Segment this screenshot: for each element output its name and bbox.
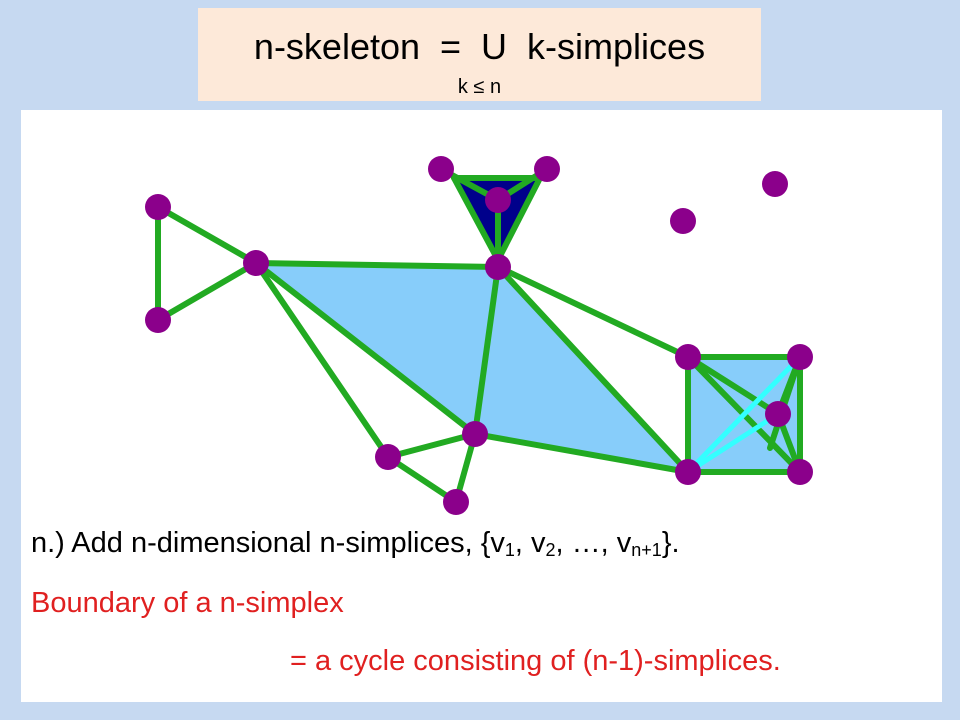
- title-box: n-skeleton = U k-simplices k ≤ n: [198, 8, 761, 101]
- vertex: [670, 208, 696, 234]
- edge: [253, 260, 501, 270]
- vertex: [675, 344, 701, 370]
- boundary-heading: Boundary of a n-simplex: [31, 587, 344, 619]
- vertex: [534, 156, 560, 182]
- vertex: [765, 401, 791, 427]
- edge: [767, 354, 803, 451]
- edge: [155, 260, 259, 323]
- subscript-n-plus-1: n+1: [631, 540, 662, 560]
- edge: [685, 354, 781, 417]
- edge: [385, 431, 478, 460]
- edge: [451, 175, 501, 263]
- vertex: [145, 307, 171, 333]
- edge-highlight: [685, 411, 781, 475]
- vertex: [375, 444, 401, 470]
- step-text-prefix: n.) Add n-dimensional n-simplices, {v: [31, 527, 505, 559]
- step-text-separator: , …, v: [555, 527, 632, 559]
- step-description: n.) Add n-dimensional n-simplices, {v1, …: [31, 527, 680, 561]
- edge: [495, 264, 691, 475]
- face-large-quad: [256, 263, 688, 472]
- vertex: [787, 459, 813, 485]
- vertex: [145, 194, 171, 220]
- vertex: [428, 156, 454, 182]
- edge: [155, 204, 259, 266]
- subscript-2: 2: [545, 540, 556, 560]
- vertex: [485, 254, 511, 280]
- step-text-suffix: }.: [661, 527, 680, 559]
- edge: [472, 264, 501, 437]
- vertex: [675, 459, 701, 485]
- edge: [495, 175, 543, 263]
- edge: [472, 431, 691, 475]
- vertex: [787, 344, 813, 370]
- vertex: [485, 187, 511, 213]
- vertex: [762, 171, 788, 197]
- edge-highlight: [685, 354, 803, 475]
- edge: [495, 264, 691, 360]
- title: n-skeleton = U k-simplices: [253, 26, 706, 67]
- vertex: [462, 421, 488, 447]
- subscript-1: 1: [504, 540, 515, 560]
- step-text-separator: , v: [514, 527, 546, 559]
- edge: [253, 260, 391, 460]
- vertex: [443, 489, 469, 515]
- edge: [385, 454, 459, 505]
- boundary-definition: = a cycle consisting of (n-1)-simplices.: [290, 645, 781, 677]
- edge: [253, 260, 478, 437]
- title-subscript: k ≤ n: [457, 76, 502, 98]
- vertex: [243, 250, 269, 276]
